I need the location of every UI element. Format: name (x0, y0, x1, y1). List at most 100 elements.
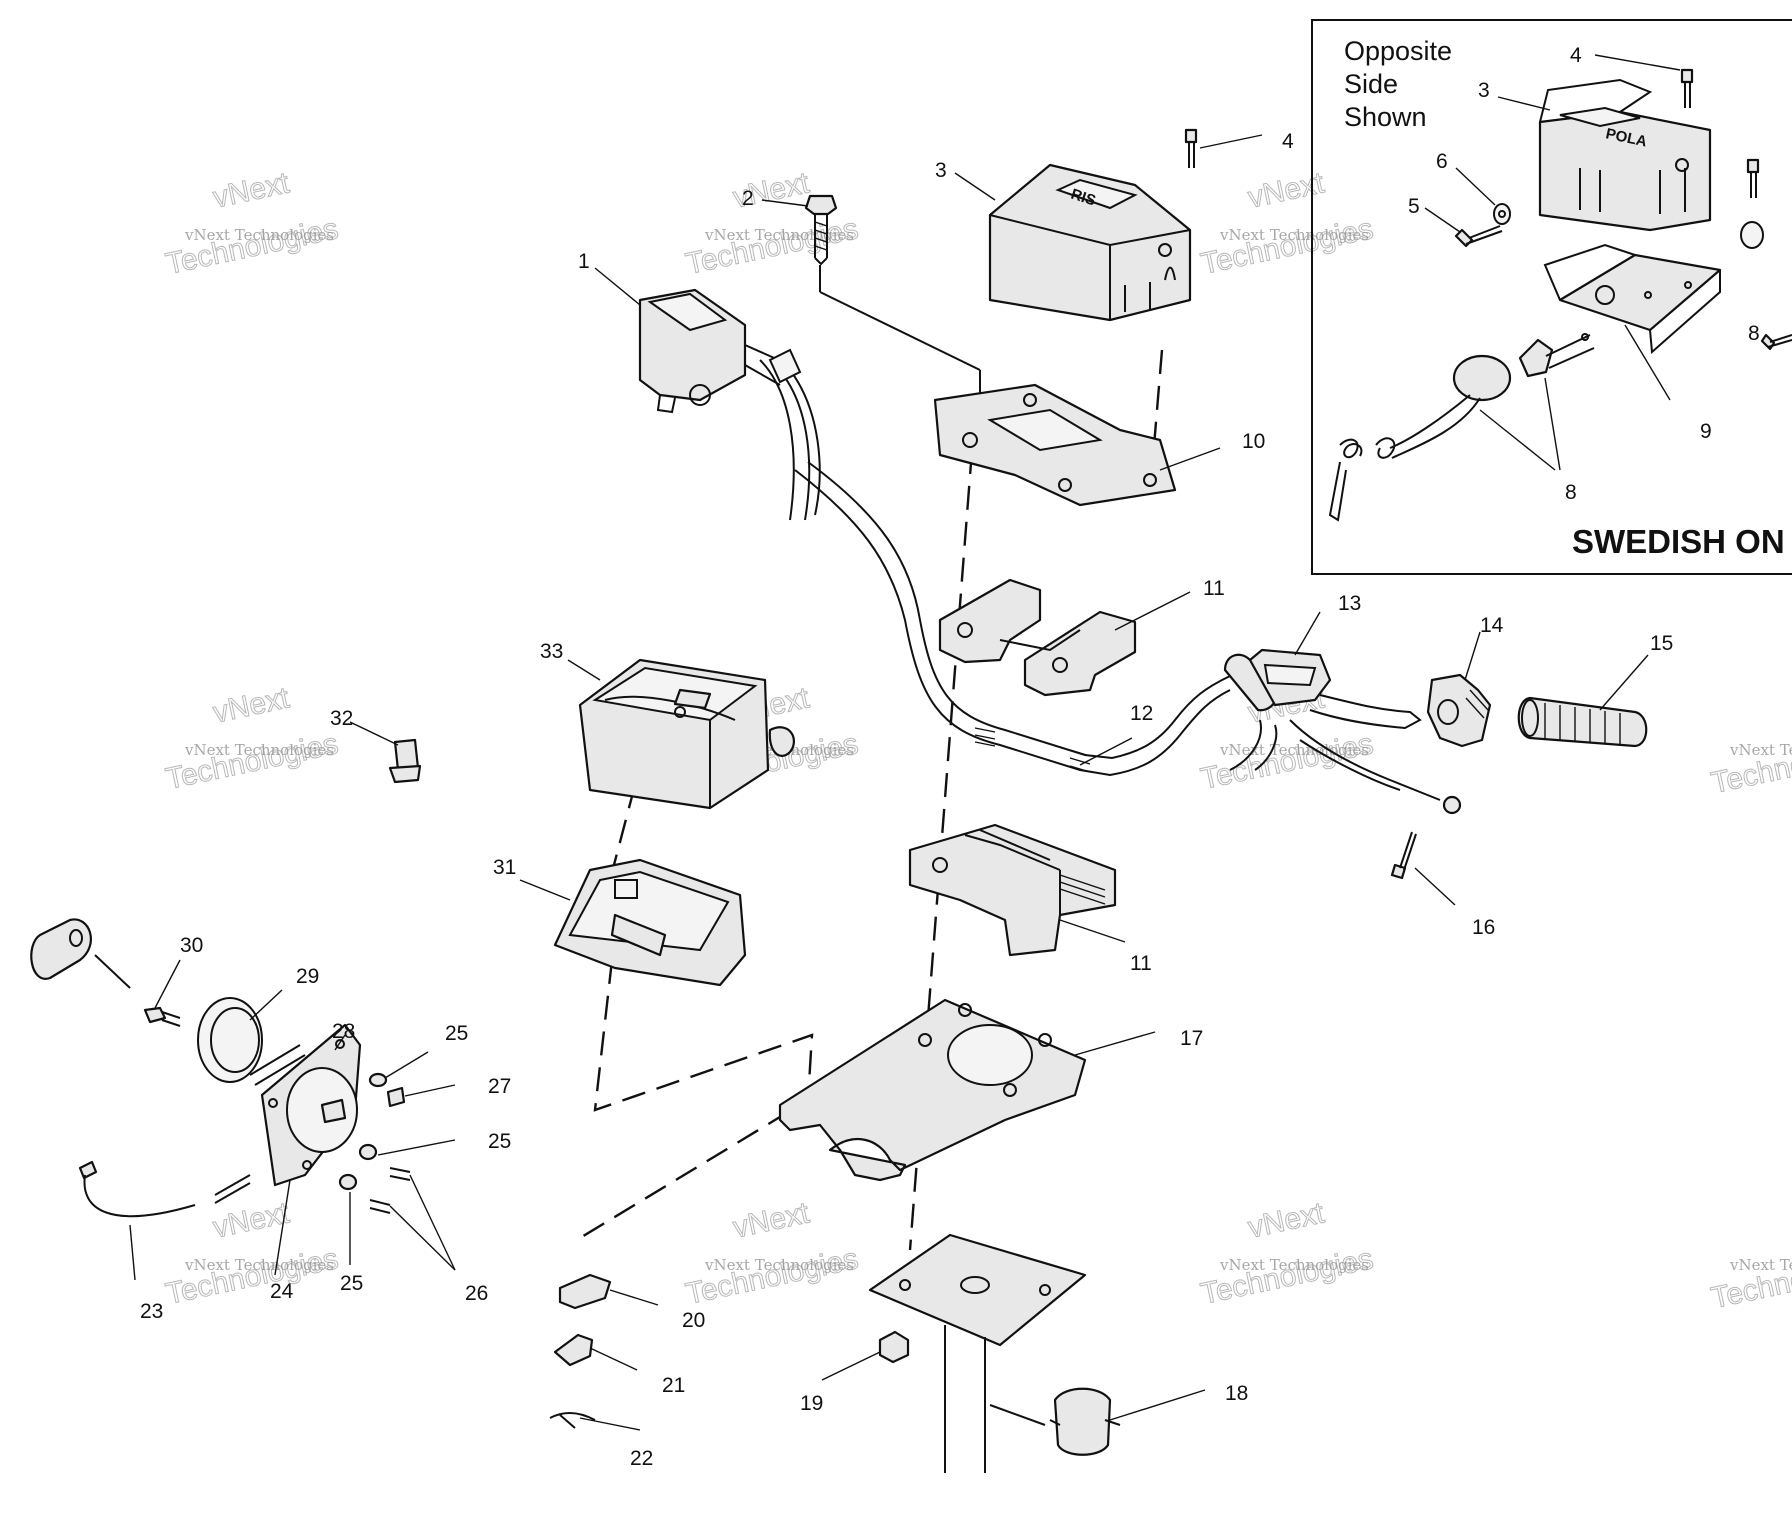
watermark-big-text: Technologies (163, 212, 341, 281)
callout-27: 27 (488, 1075, 511, 1098)
part-22-pin (549, 1412, 596, 1429)
callout-numbers: 1 2 3 4 10 11 11 12 13 14 15 16 17 18 19… (140, 130, 1673, 1470)
callout-28: 28 (332, 1020, 355, 1043)
watermark-big-text: vNext (730, 1196, 813, 1244)
inset-caption-line2: Side (1344, 69, 1398, 99)
part-11-lower-clamp (908, 823, 1117, 957)
part-23-tube (78, 1160, 196, 1218)
watermark-big-text: vNext (210, 681, 293, 729)
part-16-screw (1390, 831, 1417, 880)
part-32-bulb (388, 738, 422, 784)
part-4-screw (1184, 128, 1198, 168)
callout-13: 13 (1338, 592, 1361, 615)
part-30-cable-end (30, 918, 131, 989)
watermark-big-text: Technologies (683, 1242, 861, 1311)
callout-17: 17 (1180, 1027, 1203, 1050)
part-14-throttle (1426, 673, 1492, 748)
part-1-switch-housing (638, 288, 821, 521)
inset-switch-cover: POLA (1538, 78, 1712, 232)
inset-screw-8 (1760, 333, 1792, 351)
watermark-big-text: vNext (1245, 166, 1328, 214)
inset-caption-line1: Opposite (1344, 36, 1452, 66)
callout-20: 20 (682, 1309, 705, 1332)
watermark-small-text: vNext Technologies (184, 741, 334, 759)
callout-21: 21 (662, 1374, 685, 1397)
part-25-27-hardware (214, 1072, 411, 1214)
callout-25-mid: 25 (488, 1130, 511, 1153)
callout-26: 26 (465, 1282, 488, 1305)
callout-14: 14 (1480, 614, 1504, 637)
callout-4: 4 (1282, 130, 1294, 153)
inset-callout: 5 (1408, 195, 1420, 218)
part-2-bolt (804, 194, 838, 266)
part-13-brake-housing (1223, 648, 1462, 815)
leader-lines (129, 134, 1649, 1431)
watermark-small-text: vNext Technologies (184, 1256, 334, 1274)
callout-12: 12 (1130, 702, 1153, 725)
inset-key-switch (1328, 334, 1595, 522)
watermark-big-text: Technologies (1198, 212, 1376, 281)
watermark-big-text: vNext (1245, 1196, 1328, 1244)
callout-29: 29 (296, 965, 319, 988)
callout-11-lower: 11 (1130, 952, 1152, 975)
callout-25-bottom: 25 (340, 1272, 363, 1295)
inset-callout: 8 (1748, 322, 1760, 345)
inset-screw-4 (1680, 68, 1694, 108)
watermark-big-text: vNext (210, 166, 293, 214)
part-20-clip (558, 1273, 612, 1310)
callout-1: 1 (578, 250, 590, 273)
callout-2: 2 (742, 187, 754, 210)
part-18-clamp (989, 1387, 1121, 1456)
part-19-nut (878, 1330, 910, 1364)
inset-callout: 8 (1565, 481, 1577, 504)
inset-footer-label: SWEDISH ON (1572, 523, 1785, 560)
callout-32: 32 (330, 707, 353, 730)
callout-31: 31 (493, 856, 516, 879)
steering-column-plate (868, 1233, 1087, 1473)
watermark-big-text: Technologies (683, 212, 861, 281)
part-10-gasket-plate (933, 383, 1177, 507)
watermark-big-text: Technologies (163, 727, 341, 796)
callout-19: 19 (800, 1392, 823, 1415)
watermark-big-text: Technologies (163, 1242, 341, 1311)
callout-30: 30 (180, 934, 203, 957)
callout-23: 23 (140, 1300, 163, 1323)
inset-callout: 6 (1436, 150, 1448, 173)
inset-screw-4b (1746, 158, 1760, 198)
callout-18: 18 (1225, 1382, 1248, 1405)
swedish-inset: Opposite Side Shown SWEDISH ON POLA (1311, 19, 1792, 575)
watermark-small-text: vNext Technologies (1729, 741, 1792, 759)
part-15-grip (1517, 696, 1648, 748)
part-11-upper-clamp (938, 578, 1137, 697)
part-33-speedometer (578, 658, 795, 810)
callout-16: 16 (1472, 916, 1495, 939)
inset-screw-5 (1454, 225, 1503, 248)
callout-22: 22 (630, 1447, 653, 1470)
callout-24: 24 (270, 1280, 294, 1303)
inset-callout: 9 (1700, 420, 1712, 443)
part-17-mount-plate (778, 998, 1087, 1182)
watermark-small-text: vNext Technologies (1219, 1256, 1369, 1274)
part-21-clip (553, 1333, 594, 1367)
main-decal-text: RIS (1069, 186, 1098, 210)
inset-washer-6 (1493, 203, 1511, 225)
part-29-ring (197, 997, 263, 1083)
inset-callout: 3 (1478, 79, 1490, 102)
inset-leaders (1424, 54, 1681, 471)
inset-frame (1311, 19, 1792, 575)
callout-3: 3 (935, 159, 947, 182)
callout-33: 33 (540, 640, 563, 663)
part-28-gauge-body (249, 1023, 362, 1187)
part-31-holder (553, 858, 747, 987)
inset-callout: 4 (1570, 44, 1582, 67)
part-3-cover: RIS (988, 163, 1192, 322)
watermark-small-text: vNext Technologies (1219, 226, 1369, 244)
callout-11-upper: 11 (1203, 577, 1225, 600)
callout-15: 15 (1650, 632, 1673, 655)
watermark-small-text: vNext Technologies (184, 226, 334, 244)
part-12-handlebar (794, 461, 1231, 777)
callout-25-top: 25 (445, 1022, 468, 1045)
watermark-small-text: vNext Technologies (1729, 1256, 1792, 1274)
watermark-big-text: Technologies (1198, 1242, 1376, 1311)
